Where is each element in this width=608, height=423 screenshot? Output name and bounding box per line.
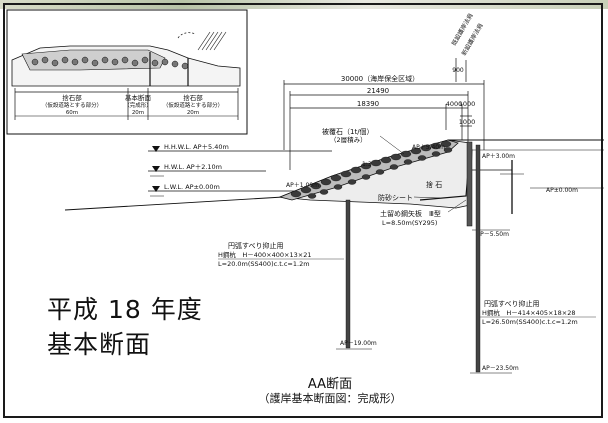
embankment — [64, 139, 604, 227]
dim-1000-a: 1000 — [459, 100, 476, 108]
armor-stones — [290, 140, 453, 199]
inset-left-title: 捨石部 — [62, 93, 82, 102]
inset-right-sub: （仮設道路とする部分） — [163, 101, 223, 109]
drawing-frame — [3, 3, 603, 418]
overview-inset: 捨石部 （仮設道路とする部分） 60m 基本断面 （完成形） 20m 捨石部 （… — [6, 9, 248, 135]
left-h-pile — [345, 199, 351, 349]
right-pile-spec: H鋼杭 H－414×405×18×28 — [482, 308, 575, 317]
caption-title: AA断面 — [307, 377, 353, 392]
ap-m2350-label: AP－23.50m — [482, 365, 519, 372]
h-steel-piles — [336, 144, 512, 374]
slope-label: 1:3 — [362, 161, 372, 168]
ap100-label: AP＋1.00m — [286, 182, 319, 189]
cover-stone-sub: （2層積み） — [330, 135, 367, 144]
dim-4000: 4000 — [446, 100, 463, 108]
hwl-label: H.W.L. AP＋2.10m — [164, 163, 222, 171]
hhwl-label: H.H.W.L. AP＋5.40m — [164, 143, 229, 151]
inset-right-len: 20m — [187, 110, 199, 116]
dim-1000-b: 1000 — [459, 118, 476, 126]
fiscal-year-title: 平成 18 年度 — [47, 295, 203, 324]
lwl-label: L.W.L. AP±0.00m — [164, 183, 220, 191]
inset-mid-len: 20m — [132, 110, 144, 116]
ap300-label: AP＋3.00m — [482, 153, 515, 160]
dimension-lines — [283, 80, 485, 170]
dim-30000: 30000（海岸保全区域） — [341, 74, 419, 83]
left-pile-length: L=20.0m(SS400)c.t.c=1.2m — [218, 260, 310, 268]
dim-21490: 21490 — [367, 87, 389, 95]
cover-stone-label: 被覆石（1t/個） — [322, 127, 374, 136]
pile-labels: 円弧すべり抑止用 H鋼杭 H－400×400×13×21 L=20.0m(SS4… — [218, 241, 596, 372]
dim-18390: 18390 — [357, 100, 379, 108]
water-levels: H.H.W.L. AP＋5.40m H.W.L. AP＋2.10m L.W.L.… — [148, 143, 332, 197]
ap-m1900-label: AP－19.00m — [340, 340, 377, 347]
ap540-label: AP＋5.40m — [412, 144, 445, 151]
right-pile-length: L=26.50m(SS400)c.t.c=1.2m — [482, 318, 578, 326]
inset-left-len: 60m — [66, 110, 78, 116]
embankment-labels: 被覆石（1t/個） （2層積み） AP＋5.40m AP＋3.00m AP±0.… — [286, 127, 604, 238]
inset-left-sub: （仮設道路とする部分） — [42, 101, 102, 109]
left-pile-spec: H鋼杭 H－400×400×13×21 — [218, 250, 311, 259]
left-pile-title: 円弧すべり抑止用 — [228, 241, 284, 250]
ap-m550-label: AP－5.50m — [476, 231, 509, 238]
sheet-pile-length: L=8.50m(SY295) — [382, 219, 437, 227]
right-pile-title: 円弧すべり抑止用 — [484, 299, 540, 308]
sheet-pile-label: 土留め鋼矢板 Ⅲ型 — [380, 209, 441, 218]
inset-mid-title: 基本断面 — [125, 93, 152, 102]
ap000-label: AP±0.00m — [546, 187, 578, 194]
sheet-pile — [466, 141, 473, 227]
right-h-pile — [475, 144, 481, 373]
inset-mid-sub: （完成形） — [124, 101, 152, 109]
sand-sheet-label: 防砂シート — [378, 193, 413, 202]
inset-right-title: 捨石部 — [183, 93, 203, 102]
caption-subtitle: （護岸基本断面図：完成形） — [258, 392, 402, 405]
crest-notes: 既設護岸法肩 新設護岸法肩 900 — [450, 12, 485, 82]
dim-900: 900 — [452, 67, 464, 74]
rubble-label: 捨 石 — [426, 180, 442, 189]
dimension-texts: 30000（海岸保全区域） 21490 18390 4000 1000 1000 — [341, 74, 475, 126]
section-title: 基本断面 — [47, 330, 152, 359]
seabed-line — [64, 195, 301, 211]
